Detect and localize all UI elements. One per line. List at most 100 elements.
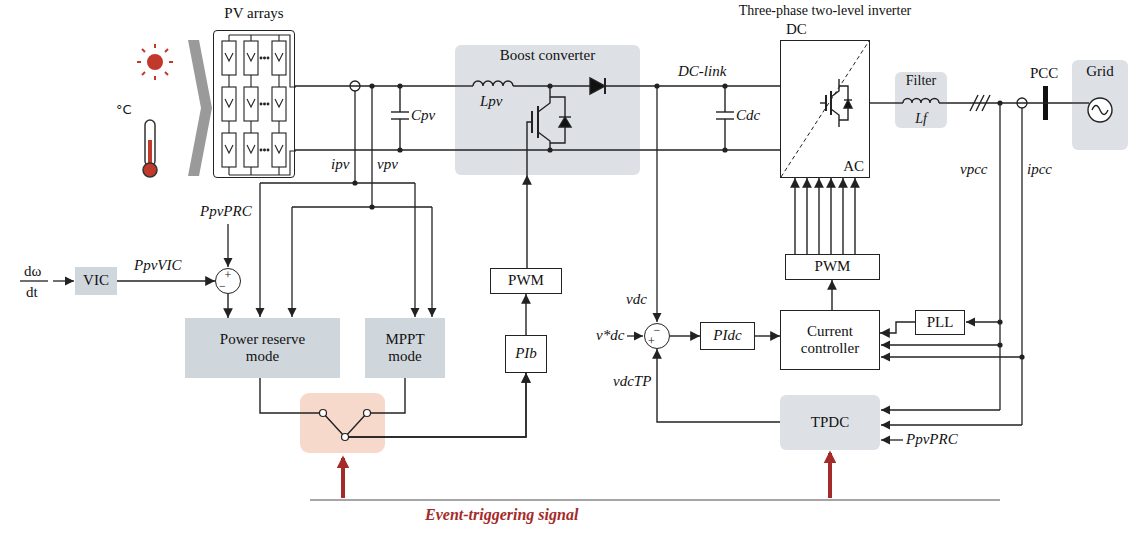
mode-switch <box>300 393 385 453</box>
node-text: DC <box>786 21 807 38</box>
node-text: PLL <box>927 314 954 331</box>
connector-line <box>818 178 819 254</box>
connector <box>795 178 855 254</box>
label-anchor: ipv <box>331 155 349 173</box>
edge-label: vdcTP <box>612 373 652 389</box>
label-anchor: DC-link <box>678 62 726 80</box>
label-anchor: dω <box>24 262 41 280</box>
power-wires <box>295 86 990 150</box>
summing-junction: +− <box>215 268 241 294</box>
connector <box>880 322 915 333</box>
edge-label: PpvVIC <box>133 257 182 273</box>
connector <box>831 280 832 310</box>
node-text: PIb <box>515 345 537 362</box>
pwm-block: PWM <box>785 254 880 280</box>
pv-array-symbol <box>214 31 296 179</box>
connector <box>260 373 526 437</box>
event-line <box>310 453 1000 500</box>
node-text: − <box>654 325 661 336</box>
filter-box: FilterLf <box>895 72 947 128</box>
connector <box>526 175 527 268</box>
label-anchor: vdc <box>626 290 647 308</box>
connector <box>670 335 700 336</box>
label-anchor: vpv <box>377 155 398 173</box>
node-text: PV arrays <box>224 5 283 22</box>
node-text: PWM <box>508 272 544 289</box>
connector-line <box>525 294 526 335</box>
node-text: MPPT mode <box>375 331 435 366</box>
connector-line <box>526 175 527 268</box>
signal-label: PpvPRC <box>906 431 958 447</box>
signal-label: Cdc <box>736 107 760 123</box>
pv-array: PV arrays <box>213 30 295 178</box>
connector-line <box>794 178 795 254</box>
label-anchor: °C <box>116 100 132 118</box>
label-anchor: vdcTP <box>612 372 652 390</box>
node-text: Grid <box>1086 63 1114 80</box>
signal-label: ipcc <box>1027 161 1052 177</box>
signal-label: ipv <box>331 156 349 172</box>
connector <box>657 349 780 422</box>
signal-label: PCC <box>1030 65 1058 81</box>
connector-line <box>830 178 831 254</box>
node-text: + <box>648 336 655 347</box>
connector-line <box>227 294 228 318</box>
connector <box>640 85 780 86</box>
connector <box>755 335 780 336</box>
connector-line <box>755 335 780 336</box>
node-text: PWM <box>815 258 851 275</box>
thermometer-icon <box>143 120 157 177</box>
connector-line <box>806 178 807 254</box>
connector-line <box>880 322 915 333</box>
signal-label: vpv <box>377 156 398 172</box>
label-anchor: v*dc <box>596 326 624 344</box>
label-anchor: Cpv <box>411 106 435 124</box>
connector-line <box>295 85 455 86</box>
pwm-block: PWM <box>490 268 562 294</box>
label-anchor: vpcc <box>960 160 987 178</box>
signal-label: Cpv <box>411 107 435 123</box>
connector-line <box>870 102 895 103</box>
connector-line <box>117 280 215 281</box>
connector <box>947 102 1072 103</box>
signal-label: °C <box>116 102 132 117</box>
label-anchor: PCC <box>1030 64 1058 82</box>
node-text: Power reserve mode <box>207 331 319 366</box>
node-text: TPDC <box>811 414 849 431</box>
signal-label: v*dc <box>596 327 624 343</box>
boost-converter: Boost converter <box>455 45 640 175</box>
node-text: Lf <box>915 111 927 127</box>
node-text: Three-phase two-level inverter <box>737 3 913 19</box>
label-anchor: dt <box>26 283 38 301</box>
label-anchor: PpvPRC <box>906 430 958 448</box>
sun-icon <box>137 44 173 80</box>
connector-line <box>831 280 832 310</box>
label-anchor: Cdc <box>736 106 760 124</box>
node-text: VIC <box>83 272 109 289</box>
label-anchor: Event-triggering signal <box>425 506 578 524</box>
irradiance-arrow <box>188 40 212 176</box>
connector <box>227 294 228 318</box>
label-anchor: PpvPRC <box>200 202 252 220</box>
summing-junction: −+ <box>644 323 670 349</box>
connector-line <box>657 349 780 422</box>
connector-line <box>260 373 526 437</box>
signal-label: Lpv <box>480 93 503 109</box>
connector <box>117 280 215 281</box>
power-reserve-mode: Power reserve mode <box>185 318 340 378</box>
connector-line <box>947 102 1072 103</box>
connector <box>295 85 455 86</box>
pll-block: PLL <box>915 310 965 335</box>
mppt-mode: MPPT mode <box>365 318 445 378</box>
node-text: Filter <box>906 73 936 89</box>
connector-line <box>345 373 526 437</box>
label-anchor: ipcc <box>1027 160 1052 178</box>
node-text: Boost converter <box>500 47 595 64</box>
pi-controller: PIb <box>505 335 547 373</box>
label-anchor: PpvVIC <box>133 256 182 274</box>
connector-line <box>640 85 780 86</box>
node-text: + <box>225 270 232 281</box>
label-anchor: Lpv <box>480 92 503 110</box>
tpdc-block: TPDC <box>780 395 880 450</box>
node-text: − <box>219 281 226 292</box>
